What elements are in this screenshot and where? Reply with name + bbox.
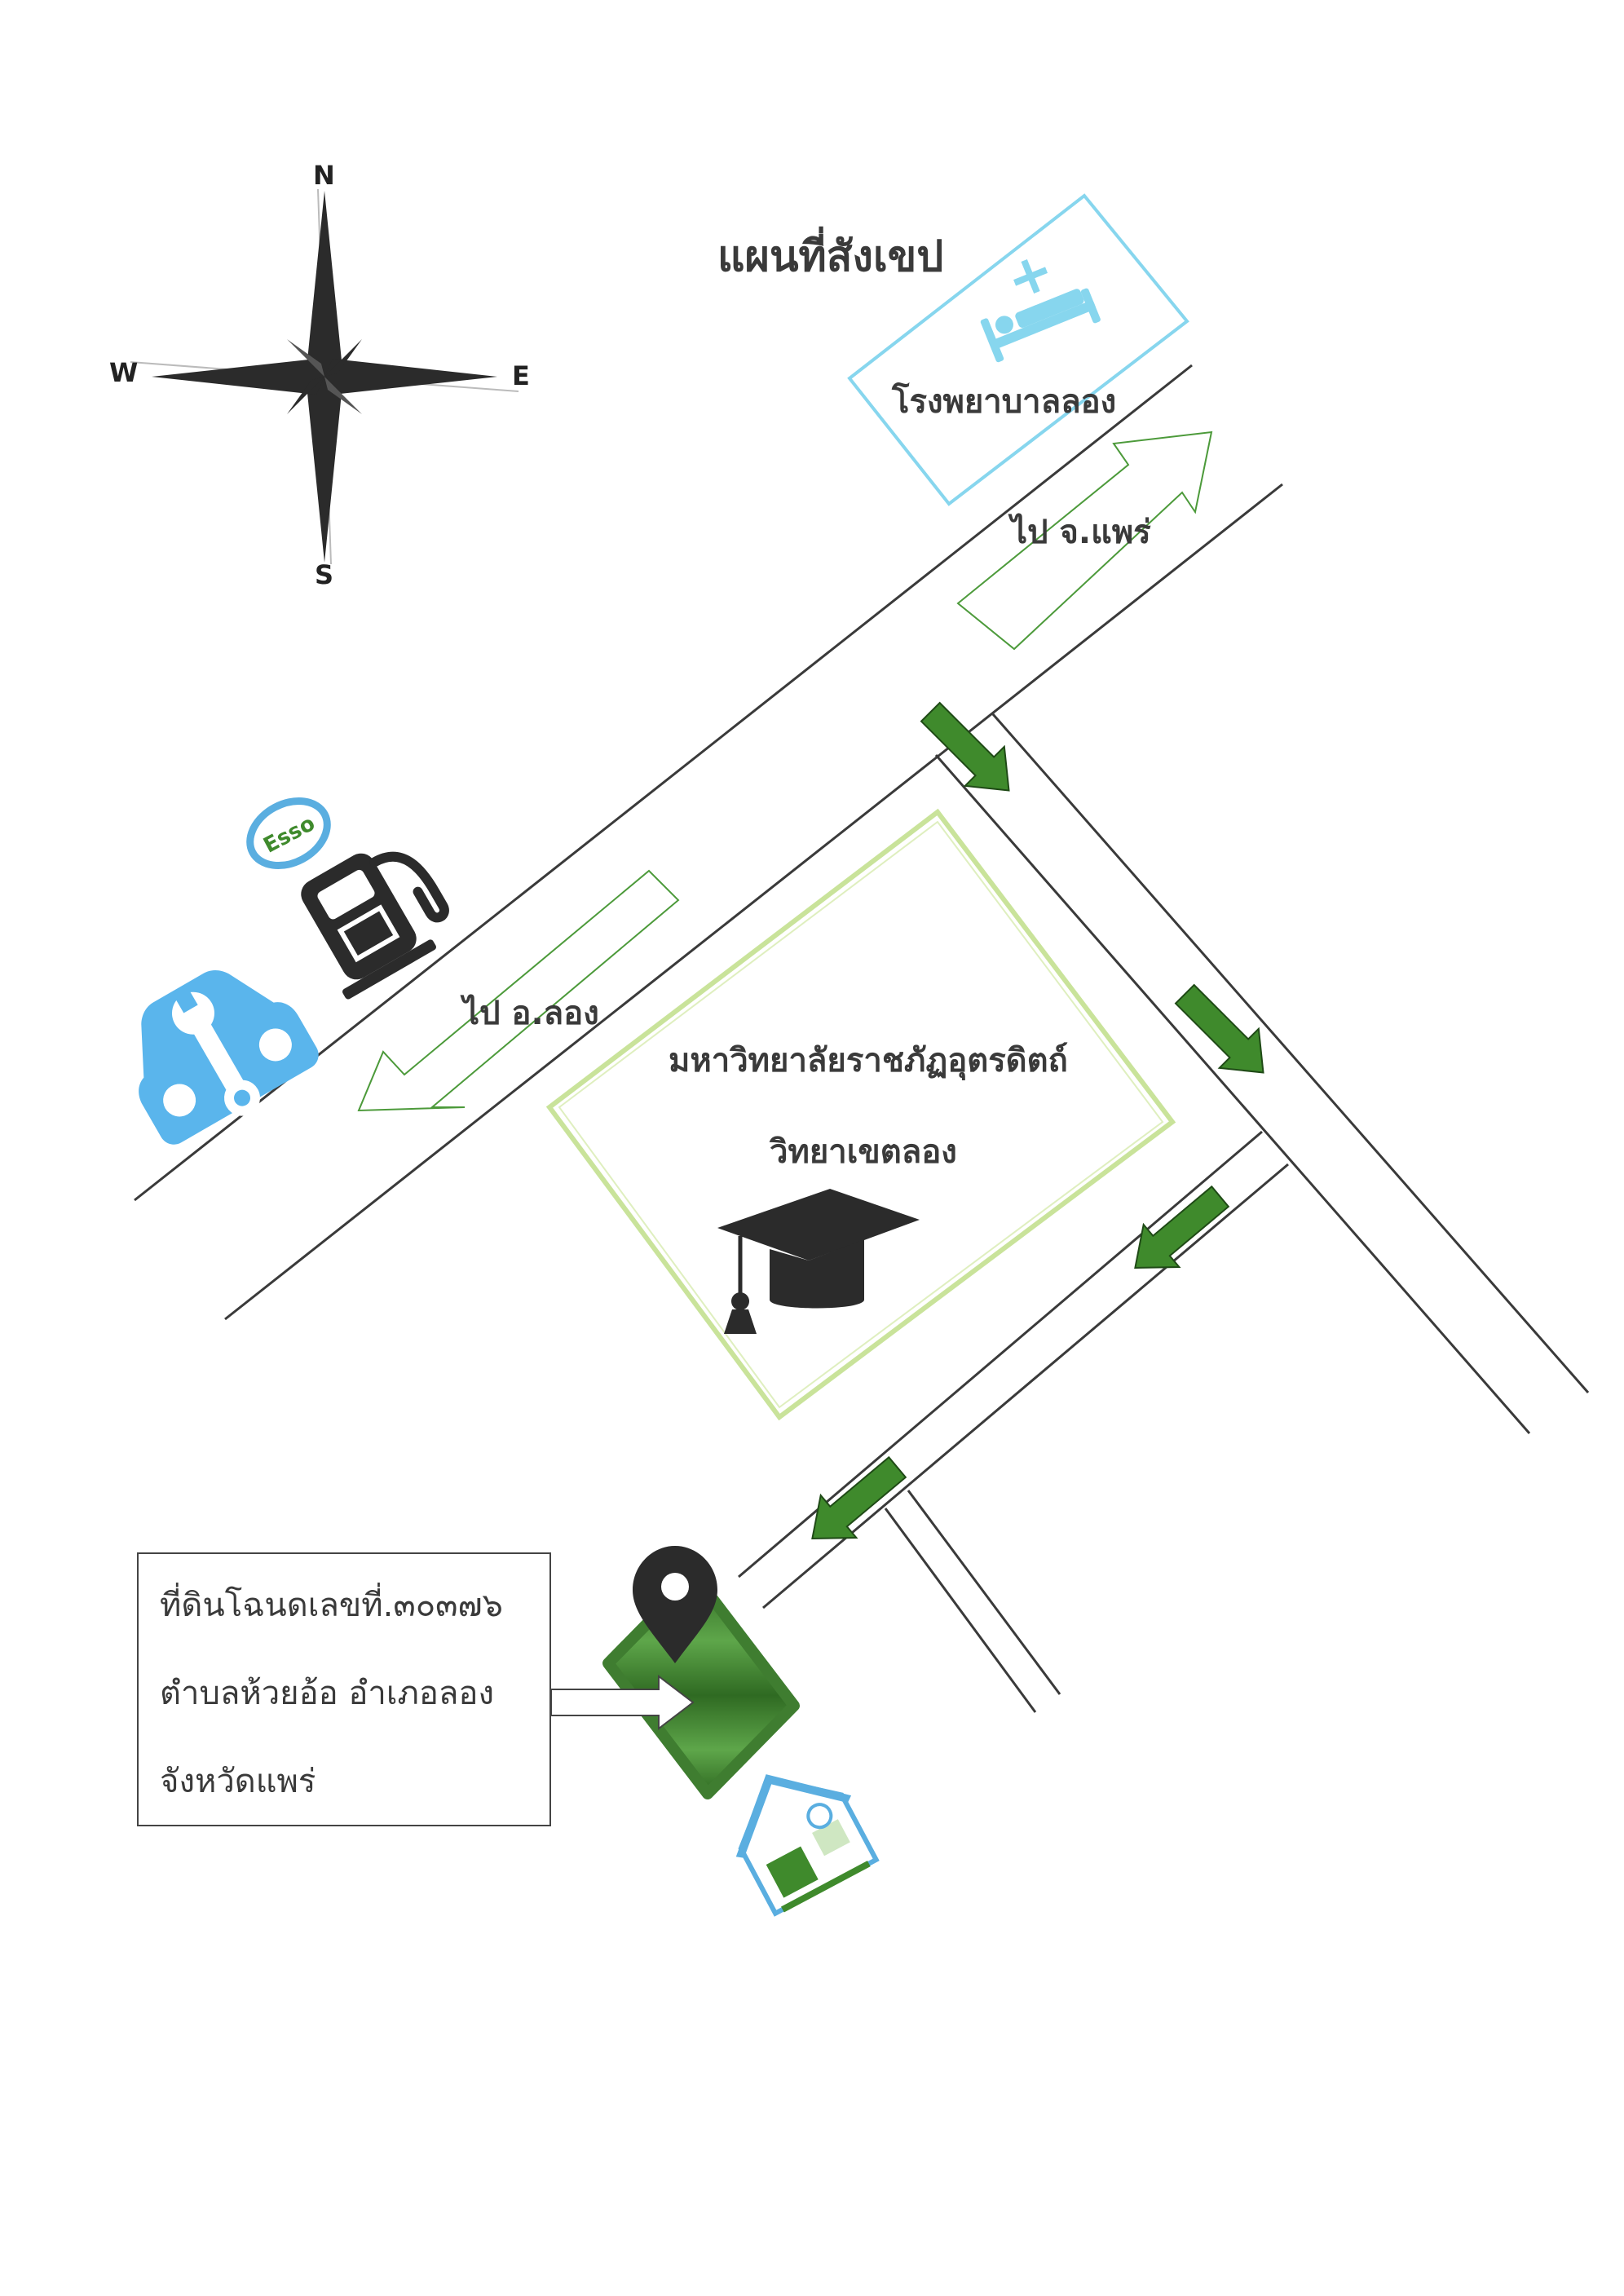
hospital-label: โรงพยาบาลลอง [892, 383, 1117, 421]
to-long-arrow [357, 869, 680, 1112]
university-name-label: มหาวิทยาลัยราชภัฏอุตรดิตถ์ [669, 1042, 1068, 1080]
graduation-cap-icon [717, 1189, 920, 1334]
compass-west-label: W [109, 357, 139, 388]
map-title: แผนที่สังเขป [717, 232, 944, 281]
compass-south-label: S [315, 559, 334, 590]
fuel-pump-icon [301, 851, 449, 1000]
compass-east-label: E [512, 360, 530, 391]
hospital-bed-icon [980, 259, 1101, 363]
car-repair-icon [139, 969, 319, 1145]
land-province: จังหวัดแพร่ [160, 1763, 316, 1800]
hospital-building [847, 193, 1189, 506]
university-campus-label: วิทยาเขตลอง [770, 1133, 957, 1171]
to-phrae-arrow [956, 430, 1213, 651]
route-arrow-1 [920, 701, 1010, 792]
land-deed-number: ที่ดินโฉนดเลขที่.๓๐๓๗๖ [160, 1587, 503, 1624]
university-compound [545, 808, 1176, 1421]
to-long-label: ไป อ.ลอง [463, 995, 599, 1032]
pointer-arrow [550, 1674, 695, 1731]
route-arrow-3 [1134, 1185, 1230, 1269]
route-arrow-4 [811, 1455, 907, 1540]
house-icon [735, 1774, 880, 1917]
to-phrae-label: ไป จ.แพร่ [1011, 514, 1151, 551]
land-subdistrict-district: ตำบลห้วยอ้อ อำเภอลอง [160, 1675, 494, 1712]
compass-north-label: N [313, 160, 335, 191]
land-info-box: ที่ดินโฉนดเลขที่.๓๐๓๗๖ ตำบลห้วยอ้อ อำเภอ… [137, 1552, 551, 1826]
route-arrow-2 [1174, 983, 1264, 1074]
location-pin-icon [633, 1546, 717, 1663]
side-road [934, 713, 1590, 1434]
compass-rose-icon [130, 188, 519, 565]
esso-badge: Esso [246, 797, 331, 870]
